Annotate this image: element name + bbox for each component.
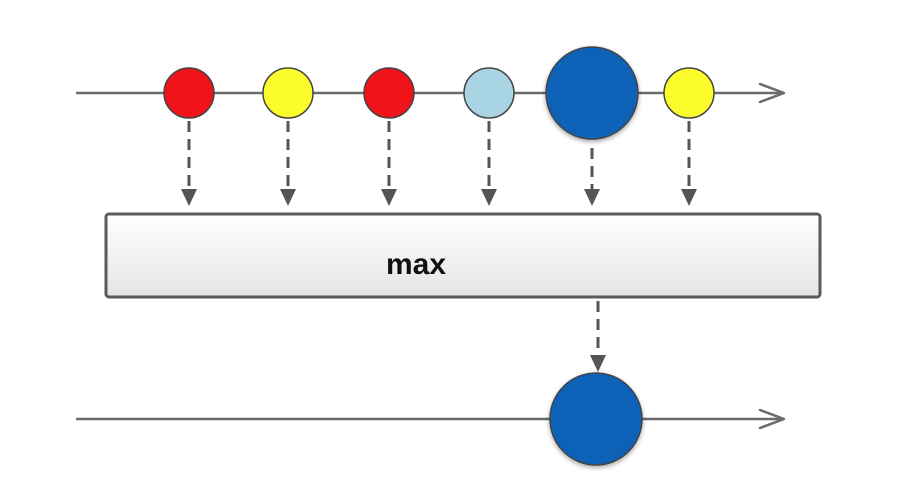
input-arrow-head — [381, 189, 397, 206]
output-arrow-head — [590, 355, 606, 372]
operator-to-output-arrow — [590, 301, 606, 372]
marble-dark-blue — [545, 46, 639, 140]
operator-label: max — [386, 248, 446, 281]
input-marbles — [163, 46, 715, 140]
marble-yellow — [262, 67, 314, 119]
marble-red — [163, 67, 215, 119]
input-timeline-arrow — [758, 82, 786, 104]
input-arrow-head — [481, 189, 497, 206]
marble-light-blue — [463, 67, 515, 119]
output-marbles — [549, 372, 643, 466]
input-arrow-head — [681, 189, 697, 206]
operator-box — [104, 212, 822, 299]
input-arrow-head — [280, 189, 296, 206]
output-marble-dark-blue — [549, 372, 643, 466]
input-to-operator-arrows — [181, 121, 697, 206]
input-arrow-head — [181, 189, 197, 206]
output-timeline-arrow — [758, 408, 786, 430]
output-timeline — [76, 408, 786, 430]
operator: max — [104, 212, 822, 299]
marble-red — [363, 67, 415, 119]
marble-yellow — [663, 67, 715, 119]
input-arrow-head — [584, 189, 600, 206]
